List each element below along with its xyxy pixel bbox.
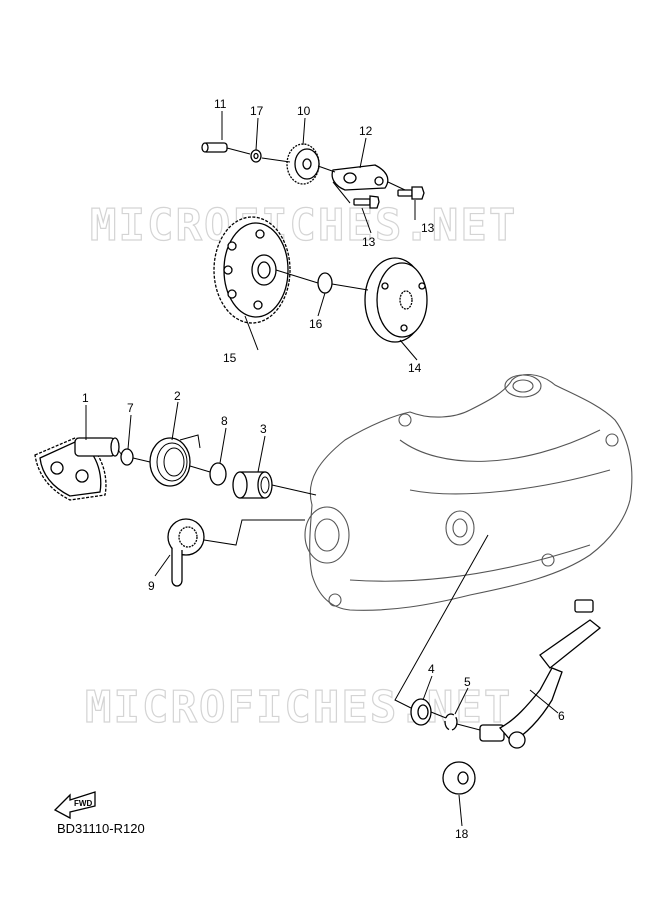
callout-4: 4 — [428, 662, 435, 676]
part-17-washer[interactable] — [250, 149, 262, 163]
callout-5: 5 — [464, 675, 471, 689]
callout-16: 16 — [309, 317, 323, 331]
callout-13-right: 13 — [421, 221, 435, 235]
part-2-spring[interactable] — [149, 434, 201, 487]
part-18-cap[interactable] — [442, 761, 476, 795]
part-11-pin[interactable] — [201, 142, 228, 153]
diagram-code: BD31110-R120 — [57, 821, 145, 836]
callout-3: 3 — [260, 422, 267, 436]
crankcase-cover — [304, 374, 633, 611]
callout-6: 6 — [558, 709, 565, 723]
part-16-ring[interactable] — [317, 272, 333, 294]
fwd-label: FWD — [74, 799, 92, 808]
watermark-top: MICROFICHES.NET — [90, 200, 517, 251]
callout-9: 9 — [148, 579, 155, 593]
part-14-housing[interactable] — [364, 257, 428, 343]
part-5-circlip[interactable] — [444, 713, 458, 731]
fwd-arrow-icon: FWD — [53, 791, 96, 820]
callout-14: 14 — [408, 361, 422, 375]
callout-7: 7 — [127, 401, 134, 415]
callout-18: 18 — [455, 827, 469, 841]
callout-8: 8 — [221, 414, 228, 428]
callout-10: 10 — [297, 104, 311, 118]
callout-15: 15 — [223, 351, 237, 365]
part-8-o-ring[interactable] — [209, 462, 227, 486]
callout-2: 2 — [174, 389, 181, 403]
part-9-pinion[interactable] — [167, 518, 205, 587]
part-13-bolt-left[interactable] — [353, 195, 380, 209]
part-3-bushing[interactable] — [232, 471, 273, 499]
part-15-large-gear[interactable] — [213, 216, 291, 324]
callout-1: 1 — [82, 391, 89, 405]
part-1-kick-segment[interactable] — [34, 437, 120, 501]
callout-13-left: 13 — [362, 235, 376, 249]
callout-12: 12 — [359, 124, 373, 138]
part-4-washer[interactable] — [410, 698, 432, 726]
part-12-plate[interactable] — [331, 164, 389, 191]
callout-17: 17 — [250, 104, 264, 118]
part-13-bolt-right[interactable] — [397, 186, 425, 200]
leader-lines — [85, 111, 559, 827]
watermark-bottom: MICROFICHES.NET — [85, 682, 512, 733]
part-7-circlip[interactable] — [120, 448, 134, 466]
part-6-kick-lever[interactable] — [479, 599, 602, 749]
part-10-gear[interactable] — [286, 143, 320, 185]
callout-11: 11 — [214, 97, 227, 111]
